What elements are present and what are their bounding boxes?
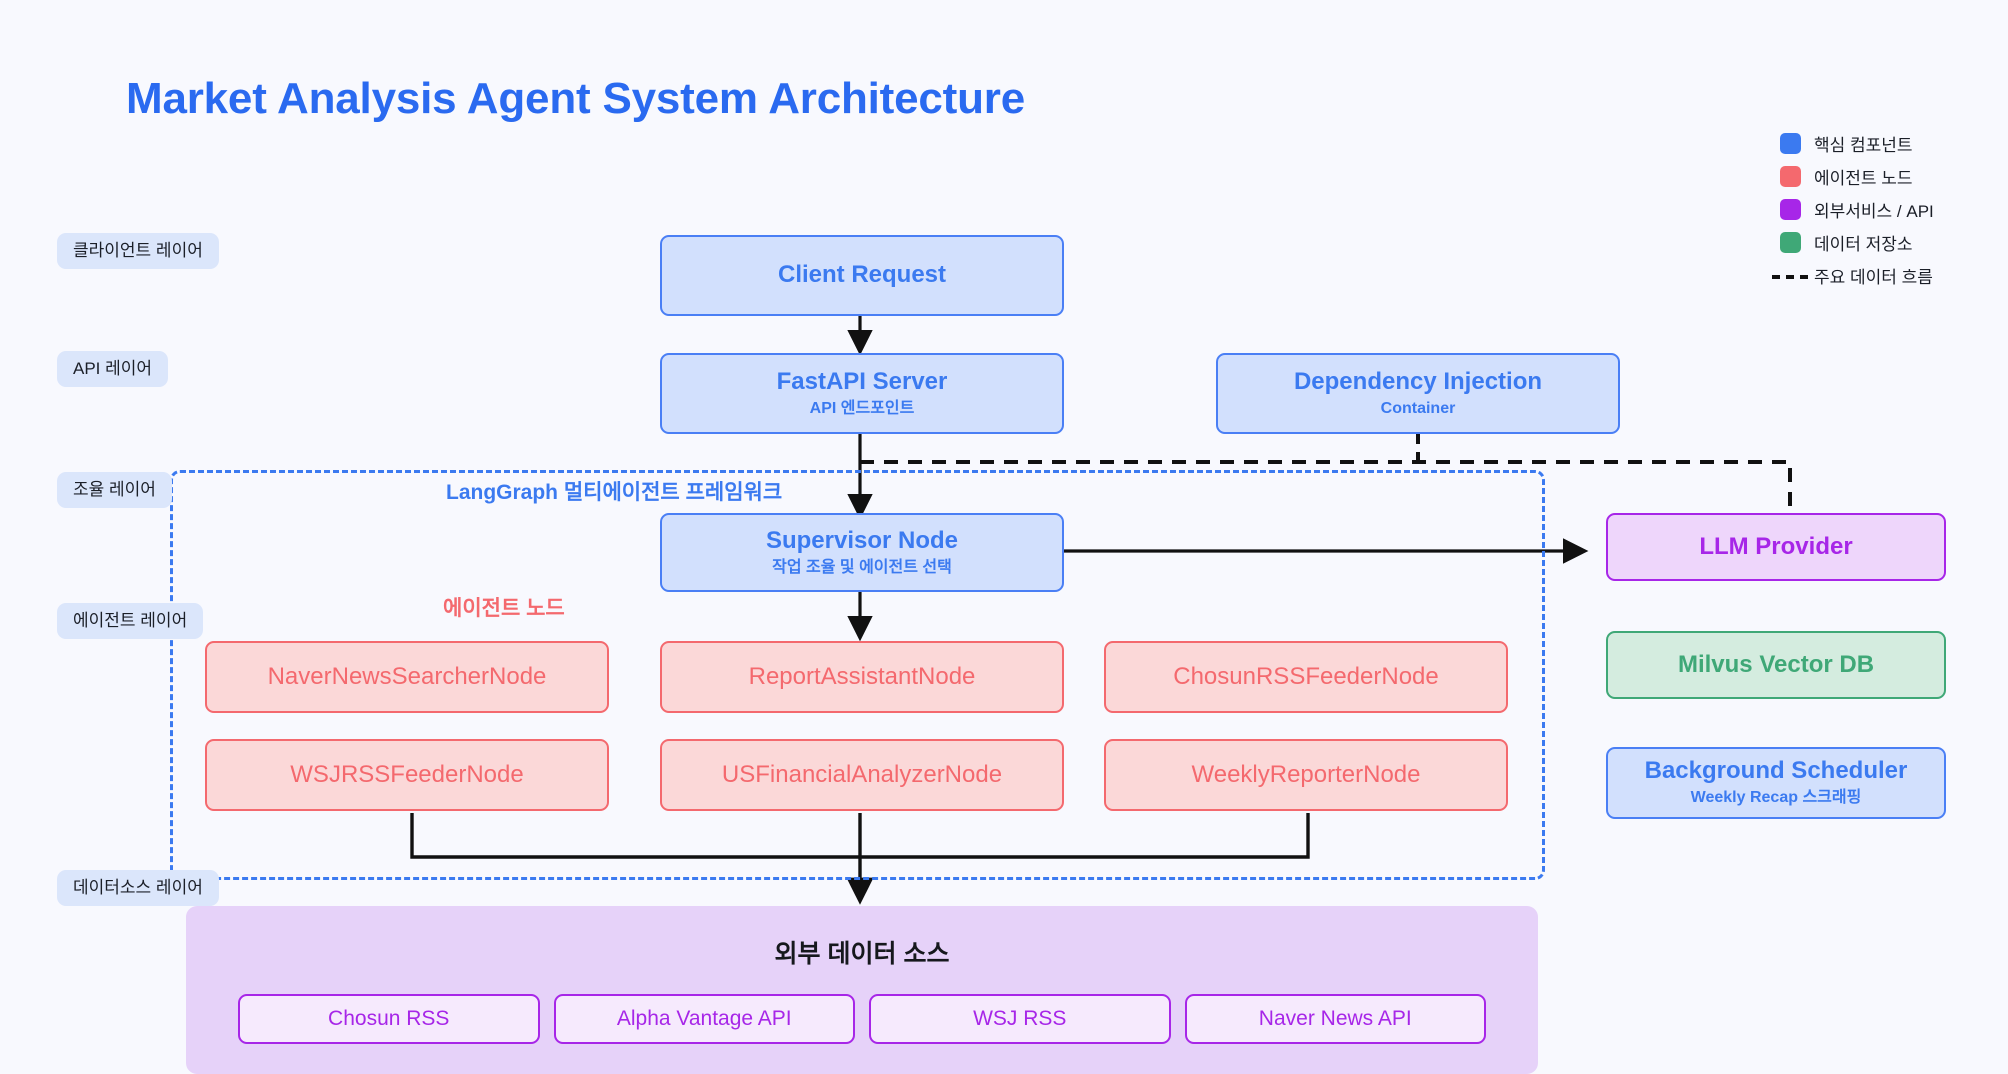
data-source-wsj-rss[interactable]: WSJ RSS bbox=[869, 994, 1171, 1044]
layer-chip-api: API 레이어 bbox=[57, 351, 169, 387]
node-agent-report-assistant-title: ReportAssistantNode bbox=[748, 662, 976, 690]
legend-item-flow: 주요 데이터 흐름 bbox=[1772, 260, 1934, 291]
node-agent-report-assistant[interactable]: ReportAssistantNode bbox=[660, 641, 1064, 713]
node-dependency-injection-subtitle: Container bbox=[1380, 399, 1456, 417]
legend-label-external: 외부서비스 / API bbox=[1814, 202, 1934, 221]
page-title: Market Analysis Agent System Architectur… bbox=[126, 74, 1025, 123]
node-llm-provider[interactable]: LLM Provider bbox=[1606, 513, 1946, 581]
node-supervisor-subtitle: 작업 조율 및 에이전트 선택 bbox=[772, 558, 952, 576]
node-agent-weekly-reporter-title: WeeklyReporterNode bbox=[1191, 760, 1421, 788]
node-background-scheduler[interactable]: Background Scheduler Weekly Recap 스크래핑 bbox=[1606, 747, 1946, 819]
layer-chip-client: 클라이언트 레이어 bbox=[57, 233, 219, 269]
layer-chip-agent: 에이전트 레이어 bbox=[57, 603, 204, 639]
legend-swatch-storage bbox=[1780, 232, 1801, 253]
layer-chip-datasource: 데이터소스 레이어 bbox=[57, 870, 219, 906]
langgraph-label: LangGraph 멀티에이전트 프레임워크 bbox=[446, 481, 783, 504]
node-milvus-vector-db-title: Milvus Vector DB bbox=[1677, 650, 1875, 678]
node-agent-wsj-rss-feeder-title: WSJRSSFeederNode bbox=[290, 760, 524, 788]
legend-item-external: 외부서비스 / API bbox=[1780, 194, 1934, 225]
external-data-sources-panel: 외부 데이터 소스 Chosun RSS Alpha Vantage API W… bbox=[186, 906, 1538, 1074]
legend-label-flow: 주요 데이터 흐름 bbox=[1814, 268, 1933, 287]
node-milvus-vector-db[interactable]: Milvus Vector DB bbox=[1606, 631, 1946, 699]
legend-label-storage: 데이터 저장소 bbox=[1814, 235, 1913, 254]
node-agent-us-financial-analyzer-title: USFinancialAnalyzerNode bbox=[721, 760, 1003, 788]
external-data-sources-list: Chosun RSS Alpha Vantage API WSJ RSS Nav… bbox=[238, 994, 1486, 1044]
node-llm-provider-title: LLM Provider bbox=[1699, 532, 1853, 560]
legend-item-storage: 데이터 저장소 bbox=[1780, 227, 1934, 258]
node-fastapi-server-title: FastAPI Server bbox=[776, 367, 948, 395]
dashed-line-icon bbox=[1772, 265, 1808, 286]
legend-item-agent: 에이전트 노드 bbox=[1780, 161, 1934, 192]
node-agent-weekly-reporter[interactable]: WeeklyReporterNode bbox=[1104, 739, 1508, 811]
node-fastapi-server-subtitle: API 엔드포인트 bbox=[809, 399, 915, 417]
node-background-scheduler-title: Background Scheduler bbox=[1644, 757, 1908, 785]
legend-item-core: 핵심 컴포넌트 bbox=[1780, 128, 1934, 159]
node-agent-chosun-rss-feeder[interactable]: ChosunRSSFeederNode bbox=[1104, 641, 1508, 713]
node-agent-us-financial-analyzer[interactable]: USFinancialAnalyzerNode bbox=[660, 739, 1064, 811]
legend-label-agent: 에이전트 노드 bbox=[1814, 169, 1913, 188]
node-agent-wsj-rss-feeder[interactable]: WSJRSSFeederNode bbox=[205, 739, 609, 811]
node-dependency-injection[interactable]: Dependency Injection Container bbox=[1216, 353, 1620, 434]
legend-swatch-core bbox=[1780, 133, 1801, 154]
legend-swatch-agent bbox=[1780, 166, 1801, 187]
node-client-request-title: Client Request bbox=[777, 261, 947, 289]
legend-label-core: 핵심 컴포넌트 bbox=[1814, 136, 1913, 155]
node-background-scheduler-subtitle: Weekly Recap 스크래핑 bbox=[1690, 789, 1862, 807]
agent-group-label: 에이전트 노드 bbox=[443, 597, 565, 620]
node-client-request[interactable]: Client Request bbox=[660, 235, 1064, 316]
node-supervisor[interactable]: Supervisor Node 작업 조율 및 에이전트 선택 bbox=[660, 513, 1064, 592]
node-dependency-injection-title: Dependency Injection bbox=[1293, 367, 1543, 395]
legend-swatch-external bbox=[1780, 199, 1801, 220]
data-source-chosun-rss[interactable]: Chosun RSS bbox=[238, 994, 540, 1044]
node-agent-naver-news-searcher[interactable]: NaverNewsSearcherNode bbox=[205, 641, 609, 713]
node-agent-naver-news-searcher-title: NaverNewsSearcherNode bbox=[267, 662, 547, 690]
node-supervisor-title: Supervisor Node bbox=[765, 526, 959, 554]
data-source-naver-news-api[interactable]: Naver News API bbox=[1184, 994, 1486, 1044]
layer-chip-orchestration: 조율 레이어 bbox=[57, 472, 172, 508]
node-agent-chosun-rss-feeder-title: ChosunRSSFeederNode bbox=[1173, 662, 1439, 690]
external-data-sources-title: 외부 데이터 소스 bbox=[774, 940, 950, 968]
legend: 핵심 컴포넌트 에이전트 노드 외부서비스 / API 데이터 저장소 주요 데… bbox=[1772, 128, 1934, 293]
node-fastapi-server[interactable]: FastAPI Server API 엔드포인트 bbox=[660, 353, 1064, 434]
data-source-alpha-vantage-api[interactable]: Alpha Vantage API bbox=[553, 994, 855, 1044]
